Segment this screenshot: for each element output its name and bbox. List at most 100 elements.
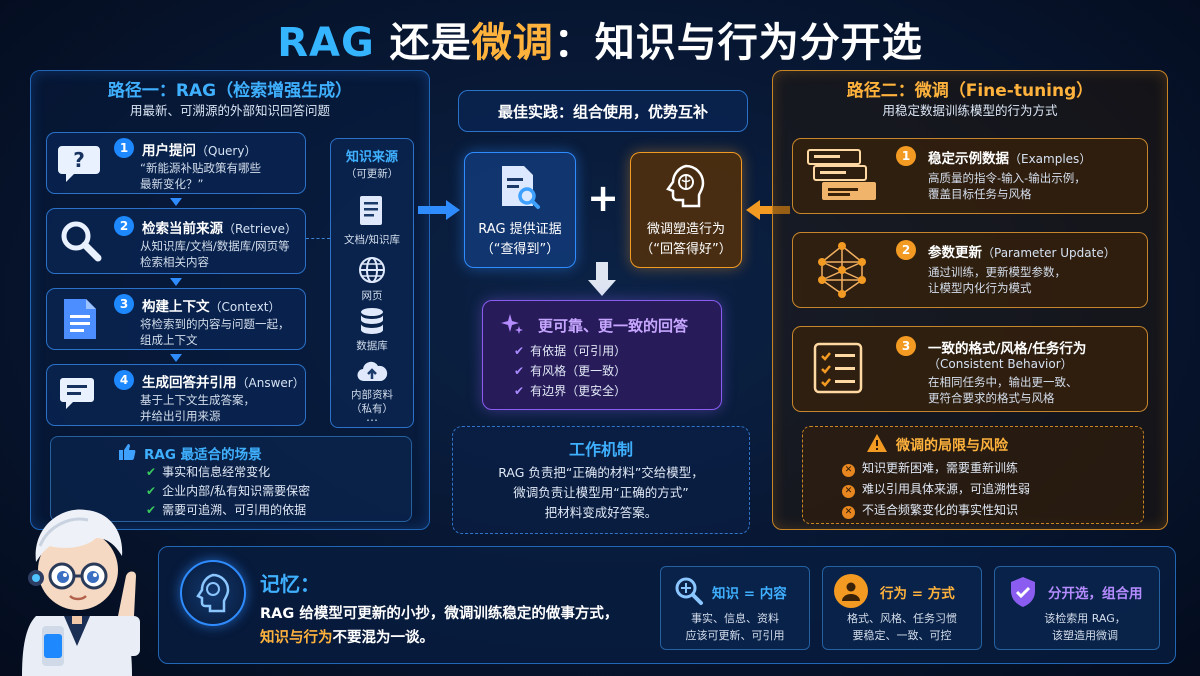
checklist-icon [808,338,868,398]
check-icon: ✔ [146,465,157,479]
desc-line: 基于上下文生成答案， [140,393,255,407]
head-brain-icon [190,570,236,616]
ft-card-line1: 微调塑造行为 [646,222,725,237]
database-icon [352,306,392,338]
mascot-scientist-illustration [6,466,156,676]
desc-line: 并给出引用来源 [140,409,221,423]
thumbs-up-icon [118,443,138,461]
memo-card-line: 应该可更新、可引用 [685,629,785,642]
source-web: 网页 [361,290,383,302]
arrow-down-icon [170,354,182,362]
item-text: 有边界（更安全） [530,384,627,398]
globe-icon [352,254,392,286]
ft-step-desc: 高质量的指令-输入-输出示例， 覆盖目标任务与风格 [928,170,1086,202]
memory-brain-badge [180,560,246,626]
mechanism-line: RAG 负责把“正确的材料”交给模型， [498,465,704,480]
ft-step-title: 参数更新（Parameter Update） [928,241,1116,261]
memory-label: 记忆： [260,572,320,596]
memo-card-title: 行为 = 方式 [880,586,955,602]
source-db: 数据库 [356,340,388,352]
step-title-text: 稳定示例数据 [928,151,1009,167]
result-item: ✔ 有依据（可引用） [514,341,626,361]
rag-step-number: 2 [114,216,134,236]
result-title: 更可靠、更一致的回答 [538,317,689,335]
item-text: 有风格（更一致） [530,364,627,378]
magnifier-icon [56,216,104,264]
document-search-icon [495,162,545,212]
step-title-text: 用户提问 [142,143,196,159]
rag-best-item: ✔ 事实和信息经常变化 [146,462,270,482]
item-text: 知识更新困难，需要重新训练 [862,461,1019,475]
rag-step-desc: 从知识库/文档/数据库/网页等检索相关内容 [140,238,290,270]
sources-sub: （可更新） [345,168,399,180]
more-icon: ⋯ [366,413,378,427]
arrow-right-icon [418,206,448,214]
step-title-en: （Retrieve） [223,222,298,236]
step-title-en: （Examples） [1009,152,1092,166]
desc-line: 组成上下文 [140,333,198,347]
memo-card-line: 格式、风格、任务习惯 [847,612,957,625]
check-icon: ✔ [146,503,157,517]
memory-line2: 知识与行为不要混为一谈。 [260,626,434,647]
arrow-down-head [588,280,616,296]
title-rag: RAG [277,20,375,66]
check-icon: ✔ [146,484,157,498]
shield-check-icon [1006,574,1040,610]
arrow-down-icon [170,198,182,206]
ft-step-number: 1 [896,146,916,166]
document-icon [352,194,392,228]
rag-step-desc: 基于上下文生成答案， 并给出引用来源 [140,392,255,424]
desc-line: 将检索到的内容与问题一起， [140,317,290,331]
search-plus-icon [672,574,706,608]
document-icon [56,294,104,344]
arrow-right-head [446,200,460,220]
rag-step-number: 4 [114,370,134,390]
title-rest: ：知识与行为分开选 [553,20,923,66]
memo-card-title: 知识 = 内容 [712,586,787,602]
finetune-panel-subtitle: 用稳定数据训练模型的行为方式 [882,103,1058,118]
result-item: ✔有风格（更一致） [514,361,626,381]
desc-line: 高质量的指令-输入-输出示例， [928,171,1086,185]
item-text: 事实和信息经常变化 [162,465,271,479]
mechanism-line: 把材料变成好答案。 [544,505,658,520]
connector-dashed [306,238,330,239]
item-text: 有依据（可引用） [530,344,627,358]
mechanism-line: 微调负责让模型用“正确的方式” [513,485,689,500]
cloud-upload-icon [352,356,392,386]
desc-line: 让模型内化行为模式 [928,281,1032,295]
memo-card-title: 分开选，组合用 [1048,586,1143,602]
item-text: 需要可追溯、可引用的依据 [162,503,307,517]
memo-card-line: 事实、信息、资料 [691,612,779,625]
ft-step-title: 稳定示例数据（Examples） [928,147,1091,167]
rag-best-title: RAG 最适合的场景 [144,447,262,463]
desc-line: 最新变化？” [140,177,204,191]
desc-line: 从知识库/文档/数据库/网页等 [140,239,290,253]
memory-highlight: 知识与行为 [260,630,333,646]
ft-step-en: （Consistent Behavior） [928,357,1073,371]
rag-best-item: ✔ 需要可追溯、可引用的依据 [146,500,306,520]
neural-network-icon [808,238,876,302]
x-icon: ✕ [842,506,855,519]
sources-title: 知识来源 [345,150,398,165]
plus-icon: + [587,176,619,220]
check-icon: ✔ [514,344,525,358]
rag-step-title: 用户提问（Query） [142,139,256,159]
rag-step-desc: “新能源补贴政策有哪些最新变化？” [140,160,261,192]
rag-step-desc: 将检索到的内容与问题一起， 组成上下文 [140,316,290,348]
step-title-text: 参数更新 [928,245,982,261]
desc-line: 检索相关内容 [140,255,209,269]
warning-icon [866,433,888,453]
item-text: 企业内部/私有知识需要保密 [162,484,311,498]
speech-question-icon: ? [54,140,104,186]
desc-line: 覆盖目标任务与风格 [928,187,1032,201]
arrow-left-head [746,200,760,220]
mechanism-title: 工作机制 [568,440,633,459]
memo-card-line: 该塑造用微调 [1052,629,1118,642]
rag-step-title: 生成回答并引用（Answer） [142,371,305,391]
finetune-panel-title: 路径二：微调（Fine-tuning） [846,81,1094,101]
x-icon: ✕ [842,485,855,498]
ft-step-title: 一致的格式/风格/任务行为 [928,341,1087,357]
rag-step-number: 1 [114,138,134,158]
rag-card-line1: RAG 提供证据 [478,222,562,237]
data-stack-icon [802,146,882,206]
